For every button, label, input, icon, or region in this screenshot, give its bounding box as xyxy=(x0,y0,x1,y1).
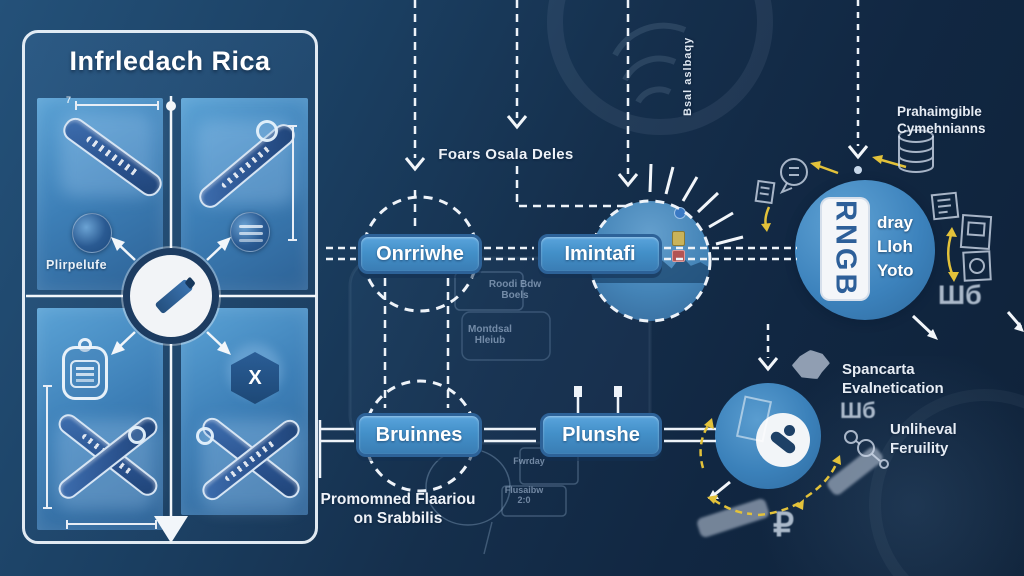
top-right-label-line2: Cymehnianns xyxy=(897,121,986,136)
gauge-screen xyxy=(70,360,100,388)
tool-ring-icon xyxy=(128,426,146,444)
double-rail-solid xyxy=(318,420,716,478)
unliheval-line1: Unliheval xyxy=(890,421,957,438)
glyph-icon: Шб xyxy=(938,280,982,310)
gauge-screen-lines xyxy=(76,367,94,370)
hub-text: dray Lloh Yoto xyxy=(877,211,914,283)
spancarta-label: Spancarta Evalnetication xyxy=(842,360,944,398)
unliheval-label: Unliheval Feruility xyxy=(890,420,957,458)
sketch-flusaibw-line1: Flusaibw xyxy=(504,485,544,495)
top-right-label: Prahaimgible Cymehnianns xyxy=(897,103,986,137)
list-circle-icon xyxy=(230,212,270,252)
node-plunshe[interactable]: Plunshe xyxy=(540,413,662,457)
dashed-line-arrowheads xyxy=(404,115,869,372)
spancarta-line2: Evalnetication xyxy=(842,380,944,397)
flow-top-label: Foars Osala Deles xyxy=(438,146,574,163)
list-lines xyxy=(239,225,263,228)
hand-tool-icon xyxy=(756,413,810,467)
tool-ring-icon xyxy=(256,120,278,142)
tool-ring-icon xyxy=(196,427,214,445)
center-pen-circle xyxy=(123,248,219,344)
rngb-vertical-text: RNGB xyxy=(829,200,862,298)
glyph-icon: Шб xyxy=(840,398,876,423)
sketch-roodi-line2: Boels xyxy=(501,290,529,301)
hand-dot xyxy=(784,425,795,436)
quadrant-label: Plirpelufe xyxy=(46,258,107,272)
flow-bottom-label: Promomned Flaariou on Srabbilis xyxy=(318,490,478,528)
sketch-label-fwrday: Fwrday xyxy=(513,456,545,466)
panel-crosshair xyxy=(26,96,316,543)
unliheval-line2: Feruility xyxy=(890,440,949,457)
hub-line2: Lloh xyxy=(877,237,913,256)
grey-outline-icons xyxy=(735,129,993,469)
sketch-label-roodi: Roodi Bdw Boels xyxy=(480,279,550,301)
sketch-label-flusaibw: Flusaibw 2:0 xyxy=(494,485,554,505)
node-onrriwhe[interactable]: Onrriwhe xyxy=(358,234,482,274)
node-bruinnes[interactable]: Bruinnes xyxy=(356,413,482,457)
sketch-roodi-line1: Roodi Bdw xyxy=(488,279,542,290)
top-right-label-line1: Prahaimgible xyxy=(897,104,982,119)
flow-bottom-label-line1: Promomned Flaariou xyxy=(320,491,476,508)
rngb-badge: RNGB xyxy=(820,197,870,301)
mini-badge-gold xyxy=(672,231,685,246)
glyph-icon: ₽ xyxy=(773,506,794,543)
gauge-device-icon xyxy=(62,346,108,400)
spancarta-line1: Spancarta xyxy=(842,361,915,378)
dimension-label: 7 xyxy=(66,95,72,105)
hub-line1: dray xyxy=(877,213,913,232)
hub-line3: Yoto xyxy=(877,261,914,280)
sketch-flusaibw-line2: 2:0 xyxy=(517,495,531,505)
pen-icon xyxy=(154,278,194,315)
sketch-montdsal-line1: Montdsal xyxy=(468,324,512,335)
node-imintafi[interactable]: Imintafi xyxy=(538,234,662,274)
double-rail-dashed xyxy=(326,246,797,261)
yellow-arrows xyxy=(699,155,959,517)
panel-border xyxy=(22,30,318,544)
panel-title: Infrledach Rica xyxy=(69,46,271,76)
sketch-montdsal-line2: Hleiub xyxy=(474,335,506,346)
photo-circle-icon xyxy=(72,213,112,253)
dashed-flow-lines xyxy=(383,0,860,408)
sketch-label-montdsal: Montdsal Hleiub xyxy=(455,324,525,346)
sunburst-rays xyxy=(648,163,744,246)
plug-connectors xyxy=(574,386,622,413)
flow-bottom-label-line2: on Srabbilis xyxy=(353,510,443,527)
dimension-lines xyxy=(43,101,297,529)
vertical-side-label: Bsal aslbaqy xyxy=(682,36,694,116)
